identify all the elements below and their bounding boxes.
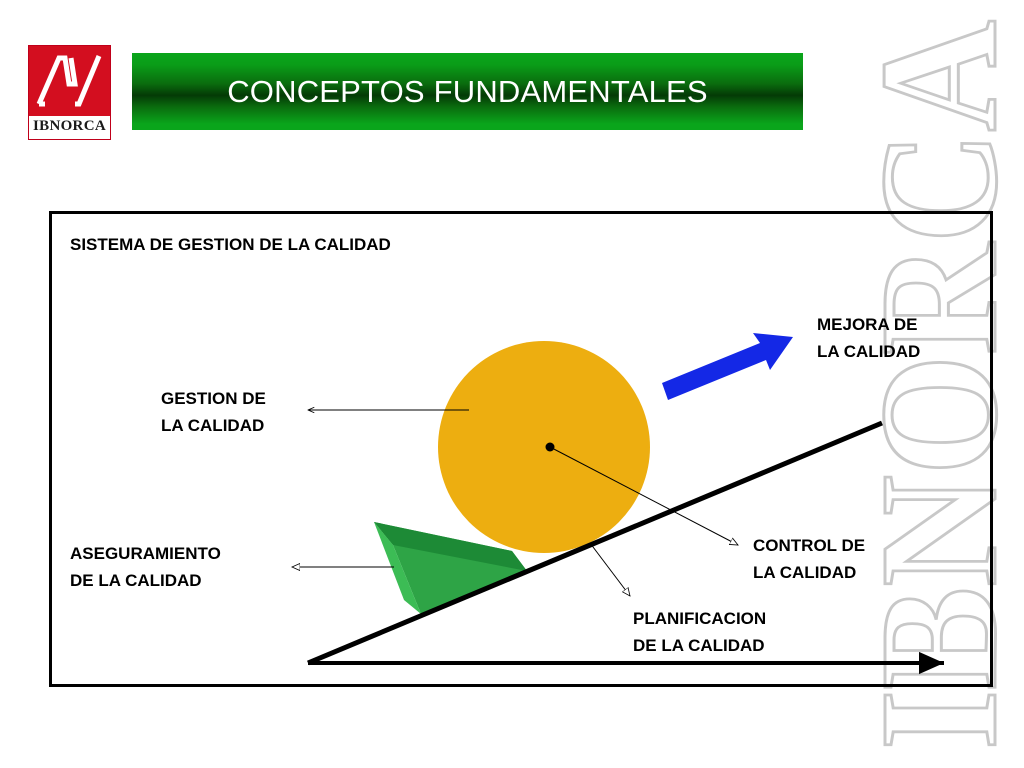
diagram-frame [49,211,993,687]
title-banner: CONCEPTOS FUNDAMENTALES [132,53,803,130]
logo-text: IBNORCA [33,118,106,134]
quality-circle [438,341,650,553]
wedge-shape [374,522,527,614]
control-pointer [549,446,738,545]
incline-line [307,420,883,666]
planificacion-pointer [589,542,630,596]
page-title: CONCEPTOS FUNDAMENTALES [227,73,708,109]
label-mejora: MEJORA DE LA CALIDAD [817,315,921,361]
ibnorca-logo-icon [29,46,110,116]
label-control: CONTROL DE LA CALIDAD [753,536,866,582]
diagram-heading: SISTEMA DE GESTION DE LA CALIDAD [70,235,391,254]
label-gestion: GESTION DE LA CALIDAD [161,389,266,435]
improvement-arrow [662,333,793,400]
ibnorca-logo: IBNORCA [28,45,111,140]
label-planificacion: PLANIFICACION DE LA CALIDAD [633,609,767,655]
label-aseguramiento: ASEGURAMIENTO DE LA CALIDAD [70,544,221,590]
